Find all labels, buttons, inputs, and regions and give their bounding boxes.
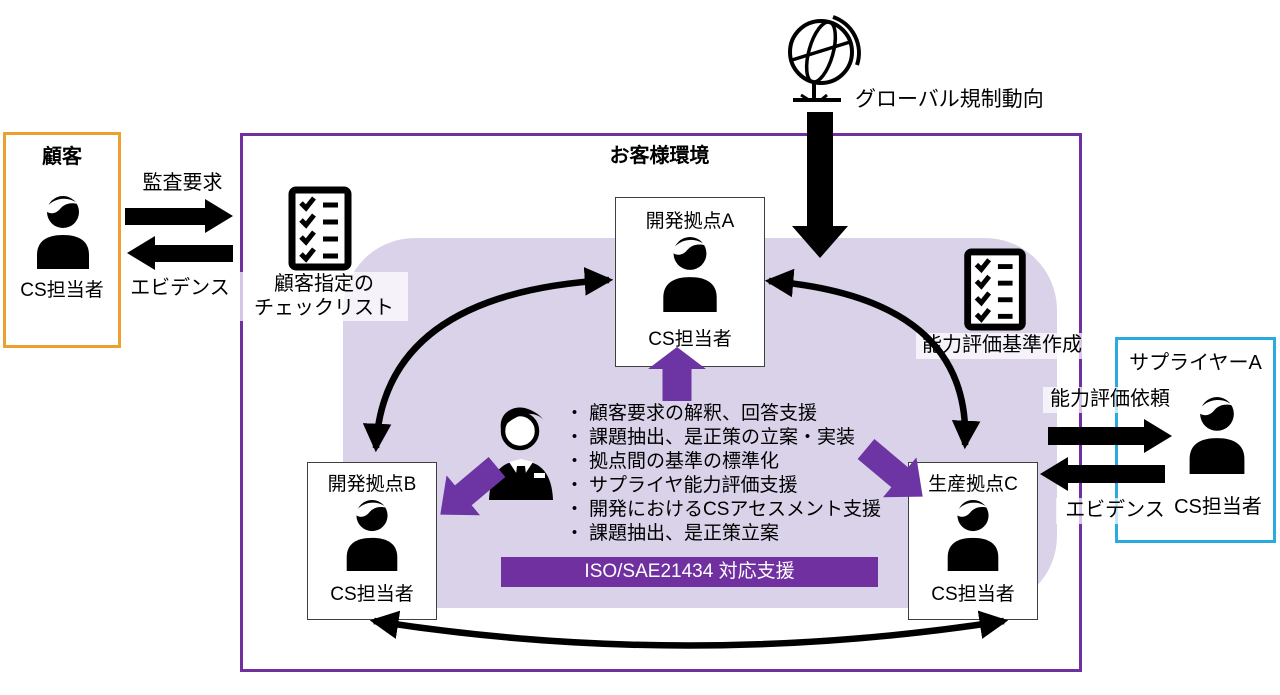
evidence-left-label: エビデンス [130,277,230,299]
person-icon [346,499,398,571]
global-trend-label: グローバル規制動向 [855,88,1044,111]
environment-title: お客様環境 [609,145,710,167]
capability-request-label: 能力評価依頼 [1043,387,1177,413]
evidence-left-arrow [127,236,233,270]
support-item: 課題抽出、是正策立案 [565,522,900,546]
site-b-person-label: CS担当者 [330,584,414,605]
audit-request-label: 監査要求 [142,172,223,194]
supplier-person-label: CS担当者 [1174,496,1262,518]
support-item: 顧客要求の解釈、回答支援 [565,402,900,426]
person-icon [37,196,89,269]
customer-person-label: CS担当者 [20,280,104,301]
customer-checklist-line2: チェックリスト [254,296,394,319]
customer-title: 顧客 [42,146,82,168]
iso-banner: ISO/SAE21434 対応支援 [501,557,878,587]
evidence-right-label: エビデンス [1056,498,1174,524]
audit-request-arrow [125,199,233,233]
site-a-box: 開発拠点A CS担当者 [615,197,765,367]
checklist-icon [964,248,1026,331]
customer-box: 顧客 CS担当者 [3,132,121,348]
site-a-person-label: CS担当者 [648,329,732,350]
site-c-box: 生産拠点C CS担当者 [908,462,1038,620]
site-b-box: 開発拠点B CS担当者 [307,462,437,620]
customer-checklist-label: 顧客指定の チェックリスト [240,272,408,322]
customer-checklist-line1: 顧客指定の [274,273,374,295]
site-c-title: 生産拠点C [928,474,1018,495]
consultant-icon [489,407,553,500]
checklist-icon [288,186,352,271]
support-item: 課題抽出、是正策の立案・実装 [565,426,900,450]
site-a-title: 開発拠点A [645,211,735,232]
support-item: 拠点間の基準の標準化 [565,450,900,474]
person-icon [1189,397,1245,474]
person-icon [947,499,999,571]
supplier-title: サプライヤーA [1129,352,1262,374]
site-c-person-label: CS担当者 [931,584,1015,605]
globe-icon [788,15,861,102]
site-b-title: 開発拠点B [327,474,417,495]
support-item: サプライヤ能力評価支援 [565,474,900,498]
capability-criteria-label: 能力評価基準作成 [916,333,1088,359]
support-items-list: 顧客要求の解釈、回答支援課題抽出、是正策の立案・実装拠点間の基準の標準化サプライ… [565,402,900,546]
person-icon [663,237,717,312]
support-item: 開発におけるCSアセスメント支援 [565,498,900,522]
